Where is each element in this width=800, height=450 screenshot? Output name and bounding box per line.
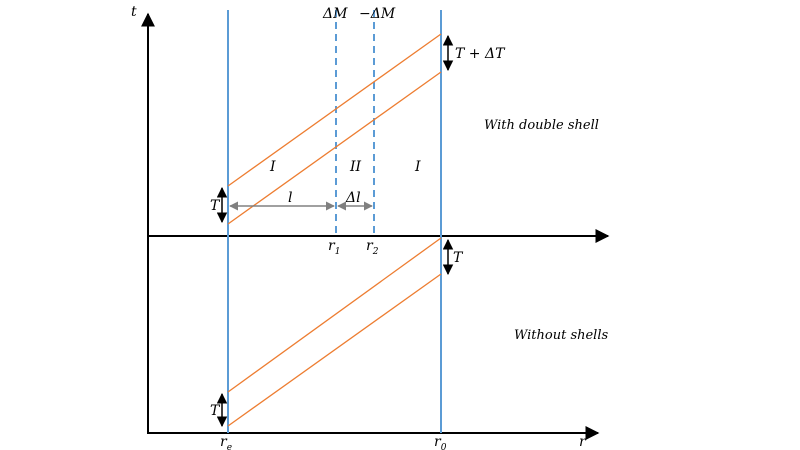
position-label-r0: r0	[434, 434, 447, 450]
t-axis-label: t	[131, 4, 137, 20]
interval-label-bottom-left: T	[210, 403, 221, 419]
distance-label-dl: Δl	[345, 190, 361, 206]
shell-1-label: ΔM	[322, 6, 348, 22]
r-axis-label: r	[579, 434, 587, 450]
interval-label-bottom-right: T	[453, 250, 464, 266]
light-ray-bottom-upper	[227, 237, 442, 393]
position-label-r1: r1	[328, 238, 340, 257]
position-label-re: re	[220, 434, 232, 450]
interval-label-top-left: T	[210, 198, 221, 214]
light-ray-top-lower	[227, 71, 442, 225]
light-ray-bottom-lower	[227, 273, 442, 427]
bottom-caption: Without shells	[514, 328, 608, 343]
position-label-r2: r2	[366, 238, 379, 257]
region-middle-label: II	[349, 159, 362, 175]
shell-2-label: −ΔM	[359, 6, 396, 22]
region-right-label: I	[414, 159, 421, 175]
region-left-label: I	[269, 159, 276, 175]
distance-label-l: l	[288, 190, 292, 206]
top-caption: With double shell	[484, 118, 599, 133]
light-ray-top-upper	[227, 33, 442, 187]
interval-label-top-right: T + ΔT	[455, 46, 506, 62]
